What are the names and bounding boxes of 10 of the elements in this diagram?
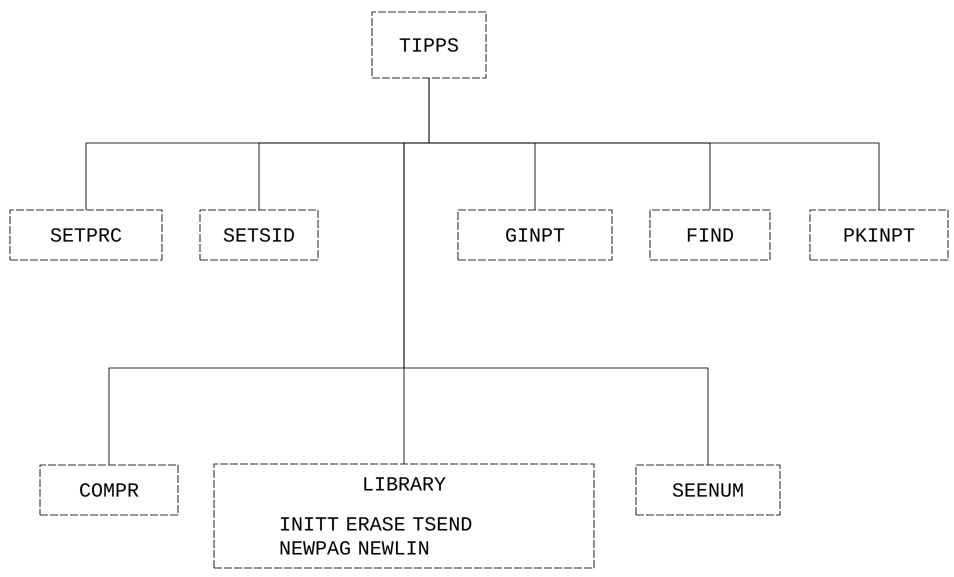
program-box: COMPR <box>40 464 178 516</box>
program-box: SEENUM <box>636 464 780 516</box>
program-box: FIND <box>650 210 770 260</box>
program-box: SETSID <box>200 210 318 260</box>
program-box: SETPRC <box>10 210 162 260</box>
connector-line <box>404 78 708 465</box>
program-box: LIBRARY INITT ERASE TSEND NEWPAG NEWLIN <box>214 464 594 568</box>
program-box: PKINPT <box>810 210 948 260</box>
program-box: GINPT <box>458 210 612 260</box>
program-box: TIPPS <box>372 12 486 78</box>
